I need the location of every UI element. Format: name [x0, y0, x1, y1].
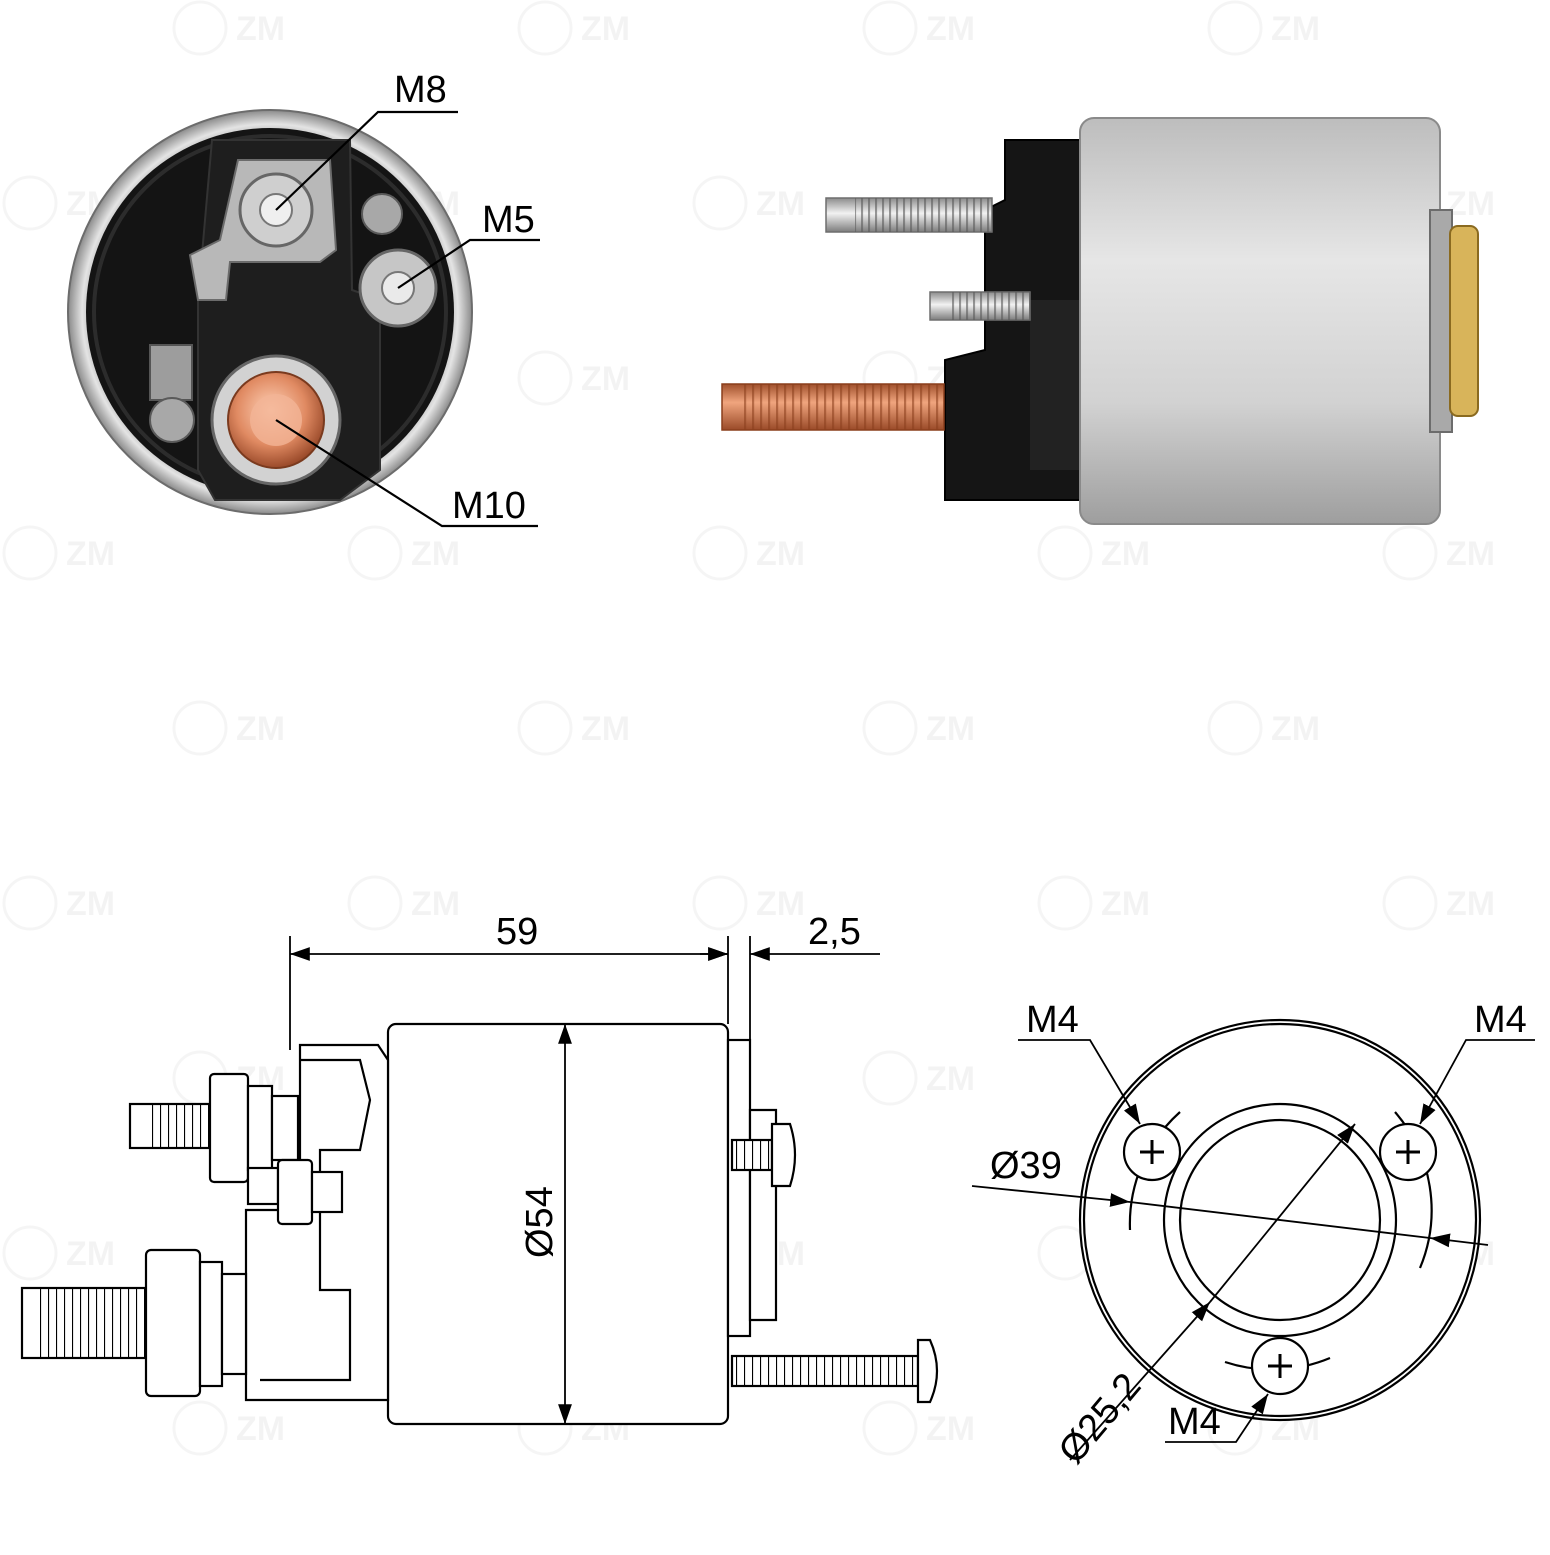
watermark-text: ZM: [236, 10, 285, 48]
watermark-text: ZM: [926, 1410, 975, 1448]
watermark-logo: [1382, 525, 1438, 581]
watermark-logo: [1382, 875, 1438, 931]
watermark-text: ZM: [1271, 10, 1320, 48]
solder-joint-top: [361, 193, 403, 235]
watermark-text: ZM: [1446, 885, 1495, 923]
watermark-logo: [2, 1225, 58, 1281]
watermark-text: ZM: [236, 1410, 285, 1448]
watermark-text: ZM: [926, 710, 975, 748]
label-hole-right: M4: [1474, 999, 1527, 1041]
label-bolt-circle: Ø39: [990, 1145, 1062, 1187]
m5-nut: [276, 1158, 314, 1226]
steel-can: [1079, 117, 1441, 525]
label-m10: M10: [452, 485, 526, 527]
watermark-logo: [347, 525, 403, 581]
photo-side-view: [721, 117, 1479, 525]
dim-diameter-label: Ø54: [519, 1186, 561, 1258]
watermark-text: ZM: [1446, 185, 1495, 223]
label-hole-left: M4: [1026, 999, 1079, 1041]
watermark-text: ZM: [66, 535, 115, 573]
screw-top-head: [770, 1122, 797, 1188]
flange-outline: [726, 1038, 752, 1338]
watermark-logo: [692, 875, 748, 931]
solder-joint-left: [149, 397, 195, 443]
m8-nut: [208, 1072, 250, 1184]
watermark-text: ZM: [1101, 535, 1150, 573]
watermark-logo: [692, 175, 748, 231]
m10-nut: [144, 1248, 202, 1398]
watermark-logo: [692, 525, 748, 581]
watermark-text: ZM: [581, 10, 630, 48]
outer-circle-inner: [1082, 1022, 1478, 1418]
bore-outer: [1162, 1102, 1398, 1338]
watermark-text: ZM: [1271, 710, 1320, 748]
watermark-text: ZM: [581, 360, 630, 398]
photo-end-view: M8 M5 M10: [67, 69, 540, 528]
watermark-logo: [517, 700, 573, 756]
watermark-logo: [862, 1050, 918, 1106]
dim-flange-label: 2,5: [808, 911, 861, 953]
leader-m10: [275, 419, 538, 528]
watermark-logo: [2, 875, 58, 931]
watermark-logo: [862, 700, 918, 756]
label-m8: M8: [394, 69, 447, 111]
drawing-side-view: [20, 936, 939, 1426]
label-m5: M5: [482, 199, 535, 241]
screw-long-head: [916, 1338, 939, 1404]
watermark-logo: [1037, 875, 1093, 931]
watermark-text: ZM: [66, 885, 115, 923]
watermark-logo: [2, 525, 58, 581]
watermark-logo: [347, 875, 403, 931]
watermark-text: ZM: [1101, 885, 1150, 923]
watermark-text: ZM: [581, 710, 630, 748]
watermark-text: ZM: [411, 885, 460, 923]
label-hole-bottom: M4: [1168, 1401, 1221, 1443]
drawing-end-view: [971, 1018, 1535, 1461]
watermark-text: ZM: [756, 885, 805, 923]
bore-inner: [1178, 1118, 1382, 1322]
watermark-text: ZM: [756, 535, 805, 573]
watermark-logo: [2, 175, 58, 231]
watermark-text: ZM: [1446, 535, 1495, 573]
watermark-logo: [172, 1400, 228, 1456]
watermark-text: ZM: [66, 1235, 115, 1273]
leader-hole-right: [1419, 1039, 1535, 1125]
label-bore: Ø25,2: [1051, 1365, 1150, 1471]
leader-hole-left: [1018, 1039, 1141, 1125]
watermark-logo: [517, 0, 573, 56]
brass-bushing: [1449, 225, 1479, 417]
field-strap: [149, 344, 193, 401]
watermark-logo: [1037, 525, 1093, 581]
watermark-text: ZM: [926, 1060, 975, 1098]
watermark-text: ZM: [756, 185, 805, 223]
watermark-logo: [172, 0, 228, 56]
leader-m5: [397, 238, 540, 289]
leader-hole-bottom: [1165, 1393, 1269, 1443]
dim-length-label: 59: [496, 911, 538, 953]
leader-m8: [275, 110, 458, 211]
dim-bolt-circle: [971, 1185, 1131, 1207]
dim-bore: [1069, 1301, 1211, 1461]
watermark-logo: [517, 350, 573, 406]
watermark-text: ZM: [411, 535, 460, 573]
watermark-logo: [862, 0, 918, 56]
watermark-logo: [1207, 700, 1263, 756]
watermark-text: ZM: [926, 10, 975, 48]
watermark-logo: [1207, 0, 1263, 56]
watermark-logo: [172, 700, 228, 756]
watermark-text: ZM: [236, 710, 285, 748]
watermark-logo: [862, 1400, 918, 1456]
